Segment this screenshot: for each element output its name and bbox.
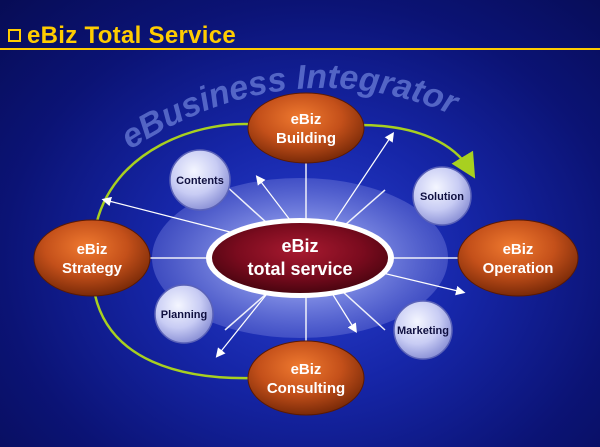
svg-text:Contents: Contents [176,175,224,187]
checkbox-bullet-icon [8,29,21,42]
center-node: eBiz total service [206,218,394,298]
slide-title: eBiz Total Service [8,22,236,50]
loop-arc-strategy-consulting [93,294,256,380]
node-operation: eBiz Operation [457,219,579,297]
slide-title-text: eBiz Total Service [27,22,237,49]
satellite-marketing: Marketing [393,300,453,360]
svg-text:Operation: Operation [483,260,554,277]
node-building: eBiz Building [247,92,365,164]
title-underline [0,48,600,50]
svg-text:Consulting: Consulting [267,380,345,397]
svg-text:Solution: Solution [420,191,464,203]
svg-text:eBiz: eBiz [503,241,534,258]
svg-text:eBiz: eBiz [77,241,108,258]
svg-text:Marketing: Marketing [397,325,449,337]
svg-text:total service: total service [247,259,352,279]
satellite-planning: Planning [154,284,214,344]
node-consulting: eBiz Consulting [247,340,365,416]
svg-text:Planning: Planning [161,309,207,321]
satellite-contents: Contents [169,149,231,211]
satellite-solution: Solution [412,166,472,226]
svg-text:Building: Building [276,130,336,147]
svg-text:eBiz: eBiz [291,361,322,378]
node-strategy: eBiz Strategy [33,219,151,297]
svg-text:Strategy: Strategy [62,260,123,277]
svg-text:eBiz: eBiz [291,111,322,128]
title-bar: eBiz Total Service [0,0,600,52]
loop-arrow-building-operation [359,123,476,179]
svg-text:eBiz: eBiz [281,236,318,256]
